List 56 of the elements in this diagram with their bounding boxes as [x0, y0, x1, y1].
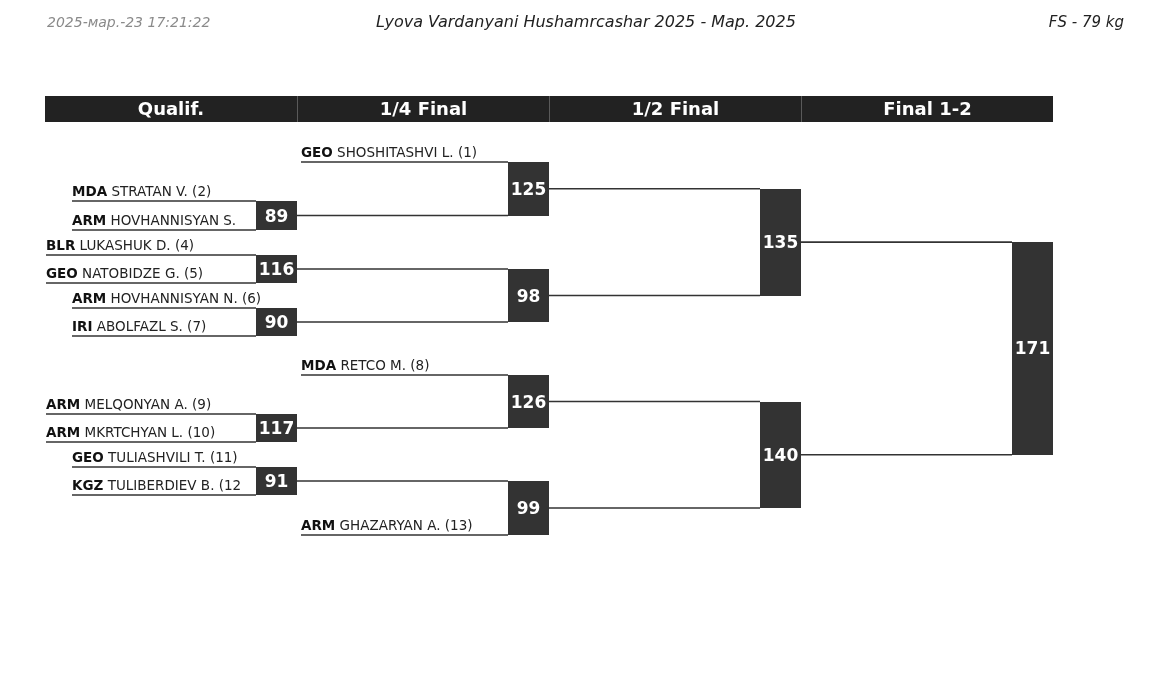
match-box: 140 — [760, 401, 801, 508]
wrestler-name: IRI ABOLFAZL S. (7) — [72, 316, 207, 336]
bracket-line — [800, 453, 1013, 456]
match-box: 99 — [508, 481, 549, 535]
bracket-line — [300, 161, 509, 163]
bracket-line — [45, 282, 257, 284]
bracket-line — [300, 374, 509, 376]
report-title: Lyova Vardanyani Hushamrcashar 2025 - Мар. 2025 — [376, 11, 796, 33]
bracket-line — [71, 494, 257, 496]
bracket-line — [71, 335, 257, 337]
bracket-line — [71, 307, 257, 309]
match-box: 125 — [508, 162, 549, 216]
bracket-line — [296, 480, 509, 482]
bracket-line — [296, 214, 509, 217]
match-box: 135 — [760, 188, 801, 296]
match-box: 98 — [508, 269, 549, 322]
bracket-line — [548, 187, 761, 190]
match-box: 90 — [256, 308, 297, 336]
wrestler-name: ARM GHAZARYAN A. (13) — [301, 515, 473, 535]
bracket-line — [71, 466, 257, 468]
column-header: Final 1-2 — [801, 96, 1053, 122]
wrestler-name: ARM HOVHANNISYAN S. — [72, 210, 237, 230]
wrestler-name: KGZ TULIBERDIEV B. (12 — [72, 475, 242, 495]
wrestler-name: MDA STRATAN V. (2) — [72, 181, 212, 201]
bracket-line — [548, 294, 761, 297]
bracket-line — [71, 200, 257, 202]
bracket-line — [45, 441, 257, 443]
match-box: 171 — [1012, 242, 1053, 455]
bracket-line — [300, 534, 509, 536]
bracket-line — [71, 229, 257, 231]
bracket-line — [45, 413, 257, 415]
bracket-line — [548, 507, 761, 509]
wrestler-name: GEO NATOBIDZE G. (5) — [46, 263, 204, 283]
wrestler-name: ARM MELQONYAN A. (9) — [46, 394, 212, 414]
wrestler-name: ARM HOVHANNISYAN N. (6) — [72, 288, 262, 308]
wrestler-name: GEO SHOSHITASHVI L. (1) — [301, 142, 477, 162]
bracket-line — [45, 254, 257, 256]
bracket-line — [296, 268, 509, 270]
wrestler-name: ARM MKRTCHYAN L. (10) — [46, 422, 216, 442]
column-header: 1/4 Final — [297, 96, 549, 122]
match-box: 91 — [256, 467, 297, 495]
bracket-line — [296, 427, 509, 429]
column-header: 1/2 Final — [549, 96, 801, 122]
bracket-line — [800, 241, 1013, 243]
wrestler-name: BLR LUKASHUK D. (4) — [46, 235, 194, 255]
wrestler-name: MDA RETCO M. (8) — [301, 355, 430, 375]
bracket-line — [548, 400, 761, 403]
timestamp: 2025-мар.-23 17:21:22 — [47, 13, 211, 32]
match-box: 116 — [256, 255, 297, 283]
match-box: 89 — [256, 201, 297, 230]
column-header: Qualif. — [45, 96, 297, 122]
weight-class-label: FS - 79 kg — [1048, 12, 1124, 33]
bracket-line — [296, 321, 509, 323]
wrestler-name: GEO TULIASHVILI T. (11) — [72, 447, 238, 467]
match-box: 117 — [256, 414, 297, 442]
match-box: 126 — [508, 375, 549, 428]
